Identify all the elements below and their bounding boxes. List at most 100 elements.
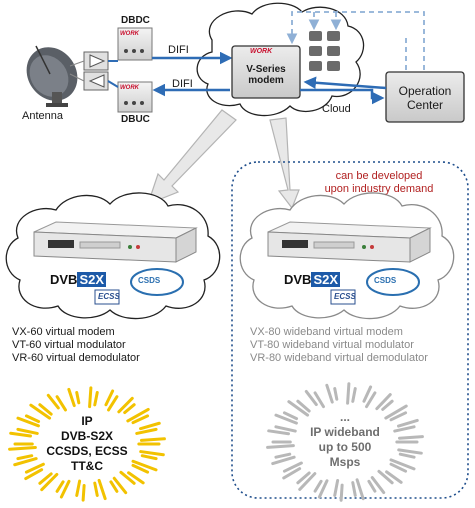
burst-line: IP	[81, 414, 93, 428]
burst-ray	[9, 431, 32, 438]
burst-ray	[317, 479, 329, 499]
right-list-item: VR-80 wideband virtual demodulator	[250, 352, 428, 364]
burst-ray	[367, 479, 377, 493]
burst-ray	[13, 457, 38, 467]
burst-line: ...	[339, 410, 350, 424]
burst-ray	[123, 403, 136, 415]
modem-to-ops-arrow	[300, 88, 385, 105]
right-list-item: VX-80 wideband virtual modem	[250, 326, 403, 338]
burst-ray	[16, 427, 39, 435]
burst-ray	[282, 461, 303, 473]
right-dotted-panel	[231, 161, 469, 499]
burst-ray	[97, 478, 107, 501]
burst-ray	[131, 414, 150, 425]
burst-line: Msps	[329, 455, 361, 469]
operation-center-label: Operation Center	[386, 84, 464, 112]
burst-ray	[274, 413, 298, 425]
difi-label-top: DIFI	[168, 44, 189, 56]
dbdc-device	[117, 27, 153, 61]
right-rack-unit	[267, 221, 432, 263]
ops-to-modem-arrow	[303, 76, 387, 90]
dvb-text-left: DVB	[50, 272, 78, 287]
s2x-text-left: S2X	[77, 272, 107, 287]
burst-line: CCSDS, ECSS	[46, 444, 128, 458]
burst-ray	[135, 427, 158, 435]
left-list-item: VX-60 virtual modem	[12, 326, 115, 338]
burst-ray	[139, 437, 166, 442]
burst-ray	[139, 421, 161, 431]
burst-ray	[381, 399, 394, 411]
burst-ray	[282, 411, 299, 421]
burst-ray	[107, 395, 119, 412]
burst-ray	[274, 452, 292, 459]
link-dbuc	[107, 80, 119, 88]
burst-ray	[333, 478, 340, 497]
burst-ray	[313, 391, 325, 409]
burst-ray	[287, 400, 310, 417]
burst-ray	[131, 459, 158, 472]
burst-ray	[339, 483, 344, 502]
down-arrow-right	[269, 117, 300, 210]
dashed-control-arrows	[286, 11, 425, 70]
burst-ray	[88, 386, 93, 409]
module-grid-icon	[309, 31, 340, 71]
burst-ray	[271, 455, 296, 466]
burst-ray	[282, 467, 302, 480]
brand-logo-dbdc: WORK	[120, 31, 139, 37]
operation-center-line1: Operation	[398, 84, 452, 98]
burst-ray	[29, 403, 52, 420]
burst-ray	[351, 387, 357, 403]
burst-ray	[55, 480, 65, 493]
right-product-list: VX-80 wideband virtual modem VT-80 wideb…	[250, 326, 428, 365]
s2x-text-right: S2X	[311, 272, 341, 287]
burst-ray	[267, 429, 290, 436]
ecss-logo-right	[330, 289, 356, 305]
burst-ray	[16, 416, 40, 428]
burst-ray	[55, 395, 67, 412]
burst-ray	[67, 387, 76, 408]
burst-ray	[397, 418, 419, 428]
left-rack-unit	[33, 221, 198, 263]
dbuc-label: DBUC	[121, 114, 150, 125]
burst-ray	[375, 393, 392, 411]
ccsds-logo-right	[366, 268, 420, 296]
modem-label-line1: V-Series	[246, 64, 286, 75]
burst-ray	[119, 470, 136, 485]
left-product-list: VX-60 virtual modem VT-60 virtual modula…	[12, 326, 140, 365]
burst-ray	[296, 471, 311, 485]
burst-ray	[333, 387, 339, 401]
converter-blocks	[69, 51, 109, 91]
ccsds-text-right: CSDS	[374, 276, 397, 285]
burst-ray	[325, 383, 334, 404]
burst-ray	[81, 484, 86, 502]
burst-ray	[126, 407, 150, 423]
difi-label-bottom: DIFI	[172, 78, 193, 90]
burst-ray	[296, 399, 311, 413]
burst-ray	[365, 391, 377, 409]
burst-ray	[109, 480, 119, 493]
v-series-modem-box	[231, 45, 301, 99]
burst-ray	[346, 382, 351, 405]
burst-ray	[46, 393, 60, 410]
down-arrow-left	[147, 109, 237, 206]
burst-ray	[384, 404, 408, 420]
burst-ray	[8, 445, 37, 451]
burst-ray	[398, 452, 416, 459]
brand-logo-dbuc: WORK	[120, 85, 139, 91]
burst-ray	[127, 471, 145, 485]
dbdc-label: DBDC	[121, 15, 150, 26]
burst-yellow	[8, 386, 166, 502]
burst-ray	[75, 479, 82, 497]
burst-ray	[93, 481, 99, 497]
operation-center-line2: Center	[406, 98, 444, 112]
burst-line: DVB-S2X	[60, 429, 113, 443]
burst-ray	[389, 411, 408, 422]
burst-gray	[266, 382, 424, 502]
burst-ray	[274, 425, 297, 433]
burst-line: up to 500	[318, 440, 372, 454]
burst-ray	[389, 458, 416, 471]
burst-ray	[139, 450, 165, 457]
